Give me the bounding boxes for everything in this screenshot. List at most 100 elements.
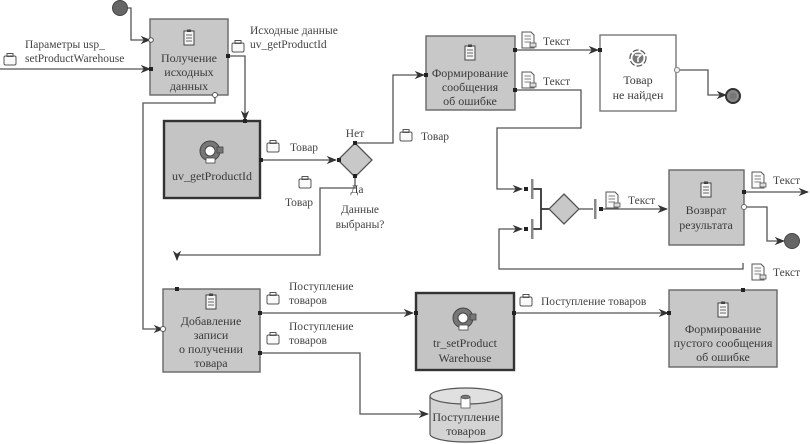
data-object-params: Параметры usp_ setProductWarehouse <box>3 39 124 66</box>
flow-label: Товар <box>285 197 313 209</box>
document-icon <box>521 71 537 89</box>
node-label: не найден <box>613 88 664 102</box>
end-event-not-found[interactable] <box>725 88 741 104</box>
gateway-merge[interactable] <box>548 193 580 225</box>
flow-return-to-end <box>744 206 786 246</box>
flow-label: Параметры usp_ <box>25 39 105 51</box>
flow-label: Текст <box>773 175 800 187</box>
port <box>599 207 603 211</box>
gateway-question: Данные <box>341 204 379 216</box>
data-object-text-1: Текст <box>521 31 570 49</box>
task-return-result[interactable]: Возврат результата <box>668 169 747 246</box>
flow-start-to-get-input <box>128 7 152 45</box>
data-object-product-1: Товар <box>266 140 318 154</box>
task-add-receipt-record[interactable]: Добавление записи о получении товара <box>160 287 263 373</box>
case-icon <box>266 140 280 153</box>
node-label: товаров <box>446 424 486 438</box>
case-icon <box>266 332 280 345</box>
database-icon <box>460 394 471 409</box>
checklist-icon <box>700 181 712 198</box>
flow-get-input-to-add-record <box>142 95 216 334</box>
checklist-icon <box>205 293 217 310</box>
subprocess-tr-set-product-warehouse[interactable]: tr_setProduct Warehouse <box>414 291 516 372</box>
flow-label: Текст <box>543 36 570 48</box>
data-object-input-data: Исходные данные uv_getProductId <box>231 25 338 53</box>
node-label: Формирование <box>432 66 508 80</box>
flow-empty-error-to-merge <box>498 224 744 270</box>
data-object-receipt-2: Поступление товаров <box>266 321 353 347</box>
flow-label: Текст <box>628 195 655 207</box>
node-label: пустого сообщения <box>674 336 773 350</box>
task-form-empty-error-message[interactable]: Формирование пустого сообщения об ошибке <box>667 288 778 368</box>
case-icon <box>231 40 245 53</box>
case-icon <box>298 176 312 189</box>
flow-label: товаров <box>289 335 328 347</box>
flow-label: Поступление <box>289 281 353 293</box>
case-icon <box>399 129 413 142</box>
data-object-text-4: Текст <box>751 171 800 189</box>
exception-icon <box>629 49 647 67</box>
flow-gateway-no <box>355 70 426 144</box>
subprocess-uv-get-product-id[interactable]: uv_getProductId <box>162 119 263 200</box>
flow-label: Поступление <box>289 321 353 333</box>
flow-label: uv_getProductId <box>250 39 327 51</box>
node-label: Добавление <box>181 314 242 328</box>
node-label: Получение <box>161 51 217 65</box>
flow-label: Исходные данные <box>250 25 338 37</box>
node-label: результата <box>679 218 733 232</box>
gateway-data-selected[interactable] <box>337 141 373 178</box>
flow-label: Поступление товаров <box>541 296 647 308</box>
data-object-text-5: Текст <box>751 263 800 281</box>
case-icon <box>266 292 280 305</box>
node-label: Формирование <box>685 322 761 336</box>
checklist-icon <box>183 29 195 46</box>
node-label: Возврат <box>686 203 727 217</box>
flow-label: setProductWarehouse <box>25 53 124 65</box>
node-label: об ошибке <box>443 94 497 108</box>
flow-not-found-to-end <box>676 69 728 100</box>
merge-output-bar <box>594 199 597 219</box>
end-event-return[interactable] <box>784 233 800 249</box>
data-object-receipt-3: Поступление товаров <box>519 294 647 308</box>
node-label: товара <box>194 356 228 370</box>
data-object-text-3: Текст <box>605 191 655 209</box>
node-label: tr_setProduct <box>433 336 498 350</box>
gateway-question: выбраны? <box>336 219 385 231</box>
flow-label: Текст <box>543 76 570 88</box>
document-icon <box>751 263 767 281</box>
data-object-text-2: Текст <box>521 71 570 89</box>
start-event[interactable] <box>112 0 128 16</box>
flows <box>0 7 810 419</box>
flow-form-error-to-merge <box>496 89 582 194</box>
flow-add-record-to-store <box>260 352 430 419</box>
task-form-error-message[interactable]: Формирование сообщения об ошибке <box>424 35 517 111</box>
task-product-not-found[interactable]: Товар не найден <box>598 34 681 112</box>
flow-label: Товар <box>290 142 318 154</box>
data-object-product-2: Товар <box>399 129 449 143</box>
case-icon <box>3 53 17 66</box>
data-object-receipt-1: Поступление товаров <box>266 281 353 307</box>
flow-label: Товар <box>421 131 449 143</box>
datastore-product-receipts[interactable]: Поступление товаров <box>429 387 503 443</box>
merge-join <box>524 179 534 239</box>
node-label: сообщения <box>442 80 499 94</box>
document-icon <box>605 191 621 209</box>
gateway-no-label: Нет <box>346 128 364 140</box>
node-label: исходных <box>164 65 213 79</box>
checklist-icon <box>717 301 729 318</box>
node-label: Товар <box>623 73 652 87</box>
node-label: данных <box>170 79 208 93</box>
flow-label: Текст <box>773 267 800 279</box>
checklist-icon <box>464 44 476 61</box>
data-object-product-3: Товар <box>285 176 313 209</box>
document-icon <box>521 31 537 49</box>
node-label: записи <box>194 328 229 342</box>
flow-get-input-to-uv <box>228 55 250 122</box>
gateway-yes-label: Да <box>351 184 364 196</box>
node-label: Поступление <box>432 410 499 424</box>
document-icon <box>751 171 767 189</box>
task-get-input-data[interactable]: Получение исходных данных <box>148 18 230 98</box>
node-label: Warehouse <box>438 351 491 365</box>
flow-gateway-yes <box>172 176 356 262</box>
